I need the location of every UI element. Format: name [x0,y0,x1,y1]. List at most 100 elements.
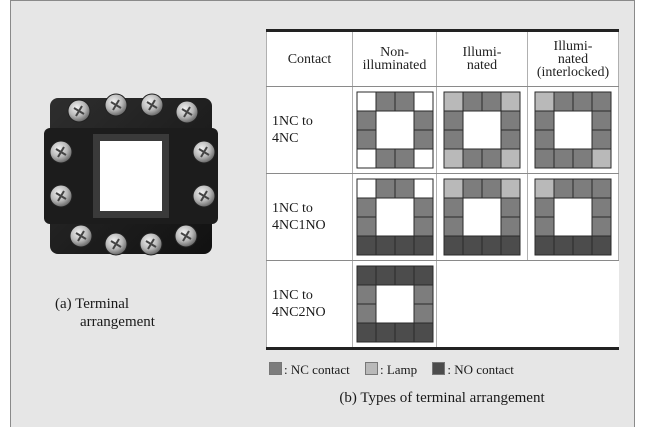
terminal-cell [375,148,395,169]
terminal-cell [481,148,502,169]
terminal-cell [534,235,555,256]
terminal-cell [394,265,414,286]
terminal-cell [572,91,593,112]
terminal-cell [591,91,612,112]
caption-a-line2: arrangement [80,314,155,330]
terminal-cell [413,322,433,343]
table-row: 1NC to 4NC [266,86,619,174]
table-row: 1NC to 4NC2NO [266,260,619,350]
terminal-cell [356,235,376,256]
terminal-cell [553,178,574,199]
terminal-cell [356,110,376,131]
terminal-cell [394,322,414,343]
terminal-cell [462,235,483,256]
cell-symbol [527,173,619,261]
terminal-cell [591,148,612,169]
terminal-block-photo [44,93,218,256]
empty-cell [436,260,619,350]
terminal-cell [443,216,464,237]
terminal-cell [462,178,483,199]
terminal-cell [500,110,521,131]
terminal-cell [443,197,464,218]
terminal-cell [443,235,464,256]
terminal-cell [413,284,433,305]
terminal-cell [572,148,593,169]
terminal-cell [500,148,521,169]
terminal-cell [413,197,433,218]
terminal-cell [375,265,395,286]
terminal-arrangement-table: Contact Non- illuminated Illumi- nated I… [266,29,619,350]
terminal-cell [394,148,414,169]
terminal-cell [356,91,376,112]
caption-terminal-arrangement: (a) Terminal arrangement [55,295,245,331]
terminal-symbol [356,265,433,343]
terminal-cell [413,216,433,237]
row-label-1nc-4nc2no: 1NC to 4NC2NO [266,260,353,350]
cell-symbol [352,86,437,174]
terminal-cell [591,197,612,218]
cell-symbol [352,173,437,261]
terminal-cell [553,148,574,169]
cell-symbol [352,260,437,350]
terminal-cell [356,303,376,324]
terminal-symbol [356,91,433,169]
row-label-1nc-4nc1no: 1NC to 4NC1NO [266,173,353,261]
legend-no: : NO contact [432,362,514,377]
terminal-cell [394,91,414,112]
terminal-cell [534,148,555,169]
terminal-cell [356,148,376,169]
table-header-row: Contact Non- illuminated Illumi- nated I… [266,29,619,87]
terminal-cell [356,197,376,218]
terminal-cell [443,110,464,131]
table-row: 1NC to 4NC1NO [266,173,619,261]
no-contact-swatch [432,362,446,375]
legend: : NC contact : Lamp : NO contact [269,362,629,378]
terminal-cell [356,178,376,199]
terminal-cell [591,178,612,199]
terminal-cell [500,91,521,112]
terminal-cell [591,235,612,256]
terminal-cell [591,216,612,237]
terminal-cell [413,178,433,199]
cell-symbol [436,173,528,261]
terminal-symbol [534,178,612,256]
terminal-cell [500,129,521,150]
terminal-cell [553,235,574,256]
terminal-cell [356,265,376,286]
terminal-cell [356,284,376,305]
header-illuminated: Illumi- nated [436,29,528,87]
terminal-cell [413,303,433,324]
terminal-screws [49,93,216,256]
terminal-cell [553,91,574,112]
terminal-cell [375,91,395,112]
legend-nc: : NC contact [269,362,350,377]
terminal-cell [534,178,555,199]
terminal-cell [394,178,414,199]
terminal-cell [481,178,502,199]
terminal-cell [413,110,433,131]
lamp-swatch [364,362,378,375]
terminal-symbol [356,178,433,256]
terminal-cell [413,129,433,150]
terminal-symbol [534,91,612,169]
nc-contact-swatch [269,362,282,375]
terminal-cell [413,265,433,286]
caption-a-line1: (a) Terminal [55,296,130,312]
terminal-cell [413,148,433,169]
terminal-cell [534,197,555,218]
terminal-cell [375,235,395,256]
terminal-cell [534,129,555,150]
header-contact: Contact [266,29,353,87]
terminal-cell [356,216,376,237]
terminal-cell [500,178,521,199]
terminal-cell [356,322,376,343]
terminal-cell [394,235,414,256]
terminal-cell [443,148,464,169]
terminal-cell [413,91,433,112]
terminal-cell [375,322,395,343]
terminal-cell [375,178,395,199]
row-label-1nc-4nc: 1NC to 4NC [266,86,353,174]
terminal-cell [462,148,483,169]
caption-types-of-terminal-arrangement: (b) Types of terminal arrangement [339,390,545,406]
header-illuminated-interlocked: Illumi- nated (interlocked) [527,29,619,87]
